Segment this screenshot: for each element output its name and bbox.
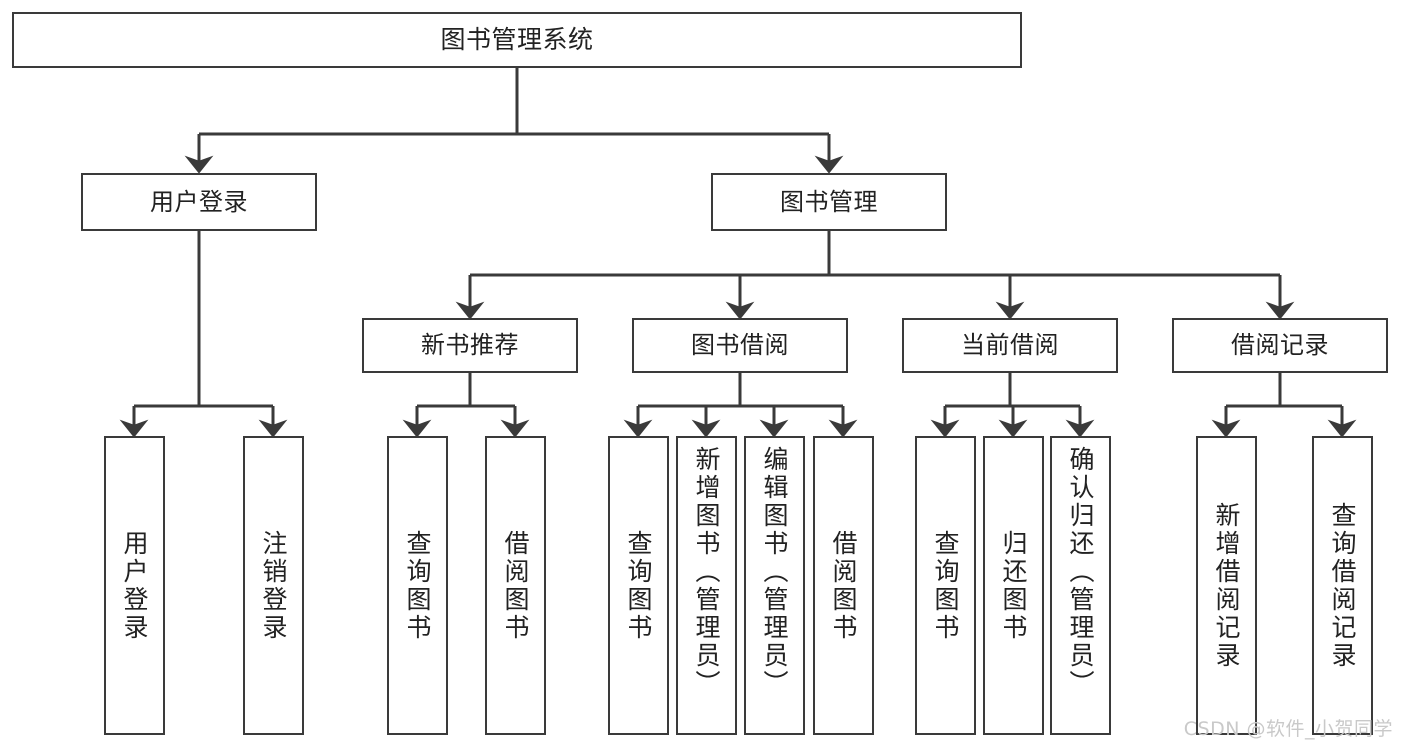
- node-book-management-label: 图书管理: [780, 187, 878, 216]
- node-leaf-edit-book-admin-label: 编辑图书（管理员）: [760, 446, 789, 698]
- node-leaf-query-book-borrow[interactable]: 查询图书: [608, 436, 669, 735]
- node-leaf-borrow-book-newbook-label: 借阅图书: [501, 529, 530, 642]
- node-borrow-record[interactable]: 借阅记录: [1172, 318, 1388, 373]
- node-leaf-logout[interactable]: 注销登录: [243, 436, 304, 735]
- node-leaf-logout-label: 注销登录: [259, 529, 288, 642]
- node-user-login[interactable]: 用户登录: [81, 173, 317, 231]
- node-leaf-add-borrow-record-label: 新增借阅记录: [1212, 501, 1241, 670]
- node-leaf-borrow-book[interactable]: 借阅图书: [813, 436, 874, 735]
- node-leaf-return-book-label: 归还图书: [999, 529, 1028, 642]
- node-leaf-borrow-book-newbook[interactable]: 借阅图书: [485, 436, 546, 735]
- node-leaf-query-book-borrow-label: 查询图书: [624, 529, 653, 642]
- node-leaf-query-borrow-record-label: 查询借阅记录: [1328, 501, 1357, 670]
- node-leaf-edit-book-admin[interactable]: 编辑图书（管理员）: [744, 436, 805, 735]
- node-leaf-query-book-newbook-label: 查询图书: [403, 529, 432, 642]
- node-leaf-user-login[interactable]: 用户登录: [104, 436, 165, 735]
- node-leaf-return-book[interactable]: 归还图书: [983, 436, 1044, 735]
- watermark-text: CSDN @软件_小贺同学: [1183, 718, 1393, 740]
- node-leaf-add-book-admin-label: 新增图书（管理员）: [692, 446, 721, 698]
- node-leaf-user-login-label: 用户登录: [120, 529, 149, 642]
- node-leaf-query-book-current[interactable]: 查询图书: [915, 436, 976, 735]
- node-leaf-query-book-current-label: 查询图书: [931, 529, 960, 642]
- node-book-borrow-label: 图书借阅: [691, 331, 789, 360]
- node-new-book-recommend-label: 新书推荐: [421, 331, 519, 360]
- node-leaf-query-book-newbook[interactable]: 查询图书: [387, 436, 448, 735]
- node-borrow-record-label: 借阅记录: [1231, 331, 1329, 360]
- node-root-system-label: 图书管理系统: [440, 25, 594, 54]
- node-leaf-add-book-admin[interactable]: 新增图书（管理员）: [676, 436, 737, 735]
- node-current-borrow[interactable]: 当前借阅: [902, 318, 1118, 373]
- node-leaf-confirm-return-admin[interactable]: 确认归还（管理员）: [1050, 436, 1111, 735]
- node-leaf-confirm-return-admin-label: 确认归还（管理员）: [1066, 446, 1095, 698]
- node-leaf-borrow-book-label: 借阅图书: [829, 529, 858, 642]
- node-root-system[interactable]: 图书管理系统: [12, 12, 1022, 68]
- node-leaf-query-borrow-record[interactable]: 查询借阅记录: [1312, 436, 1373, 735]
- node-user-login-label: 用户登录: [150, 187, 248, 216]
- node-book-management[interactable]: 图书管理: [711, 173, 947, 231]
- node-current-borrow-label: 当前借阅: [961, 331, 1059, 360]
- node-book-borrow[interactable]: 图书借阅: [632, 318, 848, 373]
- node-new-book-recommend[interactable]: 新书推荐: [362, 318, 578, 373]
- node-leaf-add-borrow-record[interactable]: 新增借阅记录: [1196, 436, 1257, 735]
